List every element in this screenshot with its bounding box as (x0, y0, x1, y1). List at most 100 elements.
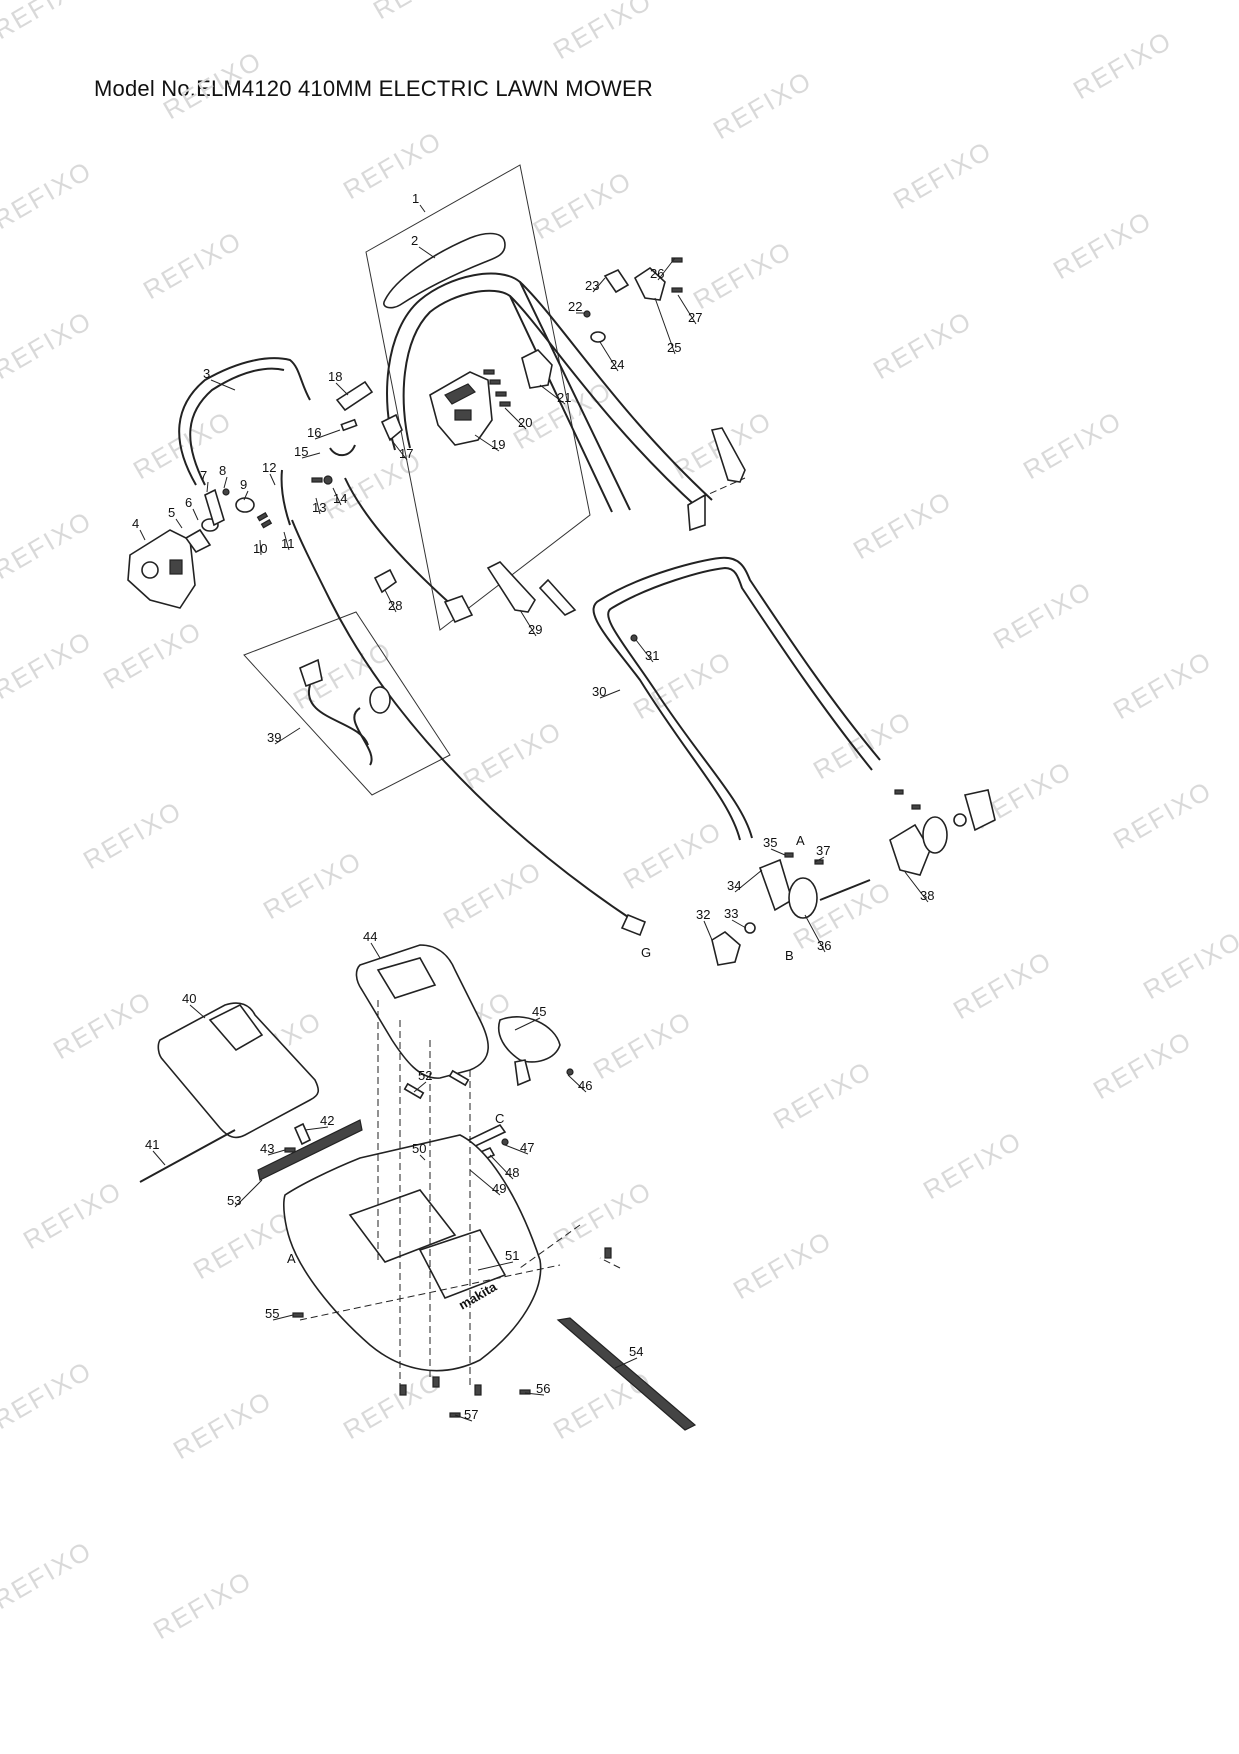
watermark-layer: REFIXO REFIXO REFIXO REFIXO REFIXO REFIXO REFI… (0, 0, 1239, 1645)
leader-line (269, 473, 276, 486)
screws-20 (483, 369, 511, 407)
part-label: 48 (505, 1165, 519, 1180)
part-label: 17 (399, 446, 413, 461)
leader-line (731, 919, 747, 929)
part-label: 36 (817, 938, 831, 953)
part-label: 22 (568, 299, 582, 314)
leader-line (234, 1179, 263, 1208)
watermark-text: REFIXO (1108, 775, 1217, 855)
part-label: 55 (265, 1306, 279, 1321)
leader-line (814, 856, 825, 863)
nut-31 (630, 634, 638, 642)
rear-flap (257, 1119, 363, 1181)
part-label: 11 (281, 536, 295, 551)
part-label: 27 (688, 310, 702, 325)
leader-line (524, 1392, 545, 1396)
watermark-text: REFIXO (1138, 925, 1239, 1005)
leader-line (657, 257, 676, 281)
leader-line (770, 848, 786, 856)
part-label: 32 (696, 907, 710, 922)
leader-line (223, 476, 228, 489)
leader-line (272, 1314, 294, 1321)
watermark-text: REFIXO (188, 1205, 297, 1285)
part-label: 21 (557, 390, 571, 405)
watermark-text: REFIXO (78, 795, 187, 875)
part-label: 15 (294, 444, 308, 459)
watermark-text: REFIXO (528, 165, 637, 245)
leader-line (703, 920, 713, 941)
part-label: 8 (219, 463, 226, 478)
leader-line (904, 871, 929, 903)
part-label: 18 (328, 369, 342, 384)
side-lever (710, 427, 746, 483)
cable-group-frame (243, 611, 451, 796)
leader-line (259, 539, 262, 556)
part-label: 1 (412, 191, 419, 206)
part-label: 24 (610, 357, 624, 372)
assembly-lines (299, 1000, 621, 1390)
leader-lines (139, 204, 929, 1422)
watermark-text: REFIXO (588, 1005, 697, 1085)
part-label: 45 (532, 1004, 546, 1019)
part-label: 56 (536, 1381, 550, 1396)
part-label: 57 (464, 1407, 478, 1422)
watermark-text: REFIXO (138, 225, 247, 305)
switch-lever (521, 349, 553, 389)
watermark-text: REFIXO (808, 705, 917, 785)
part-label: 16 (307, 425, 321, 440)
handle-grip (383, 232, 506, 309)
leader-line (332, 487, 342, 506)
leader-line (335, 382, 349, 396)
screws-13-14 (311, 475, 333, 485)
cable-clamp-parts (329, 380, 403, 457)
leader-line (192, 508, 199, 521)
handle-group-frame (365, 164, 591, 631)
leader-line (599, 341, 619, 372)
part-label: 9 (240, 477, 247, 492)
part-label: 44 (363, 929, 377, 944)
leader-line (384, 589, 397, 613)
part-label: 41 (145, 1137, 159, 1152)
leader-line (635, 639, 654, 663)
part-label: 2 (411, 233, 418, 248)
watermark-text: REFIXO (548, 1365, 657, 1445)
part-label: 53 (227, 1193, 241, 1208)
watermark-text: REFIXO (1068, 25, 1177, 105)
adjuster-knob (498, 1016, 561, 1087)
cable-guide-handle (178, 357, 311, 486)
leader-line (419, 204, 426, 213)
part-label: 23 (585, 278, 599, 293)
hinge-rod (139, 1129, 236, 1183)
watermark-text: REFIXO (1048, 205, 1157, 285)
leader-line (267, 1149, 286, 1156)
part-label: 47 (520, 1140, 534, 1155)
reference-mark: A (796, 833, 805, 848)
part-label: 39 (267, 730, 281, 745)
part-label: 6 (185, 495, 192, 510)
lever-axis-line (699, 477, 746, 499)
leader-line (677, 294, 697, 325)
leader-line (301, 452, 321, 459)
upper-handle (386, 272, 713, 616)
reference-mark: G (641, 945, 651, 960)
grass-comb-strip (556, 1317, 697, 1431)
part-label: 31 (645, 648, 659, 663)
screw-46 (566, 1068, 574, 1076)
leader-line (139, 529, 146, 541)
leader-line (315, 497, 321, 515)
part-label: 38 (920, 888, 934, 903)
part-label: 14 (333, 491, 347, 506)
leader-line (304, 1126, 329, 1131)
part-label: 54 (629, 1344, 643, 1359)
watermark-text: REFIXO (988, 575, 1097, 655)
watermark-text: REFIXO (0, 1535, 97, 1615)
leader-line (504, 1144, 529, 1155)
watermark-text: REFIXO (548, 1175, 657, 1255)
watermark-text: REFIXO (18, 1175, 127, 1255)
leader-line (206, 481, 209, 493)
leader-line (175, 518, 183, 529)
part-label: 26 (650, 266, 664, 281)
leader-line (152, 1150, 166, 1166)
